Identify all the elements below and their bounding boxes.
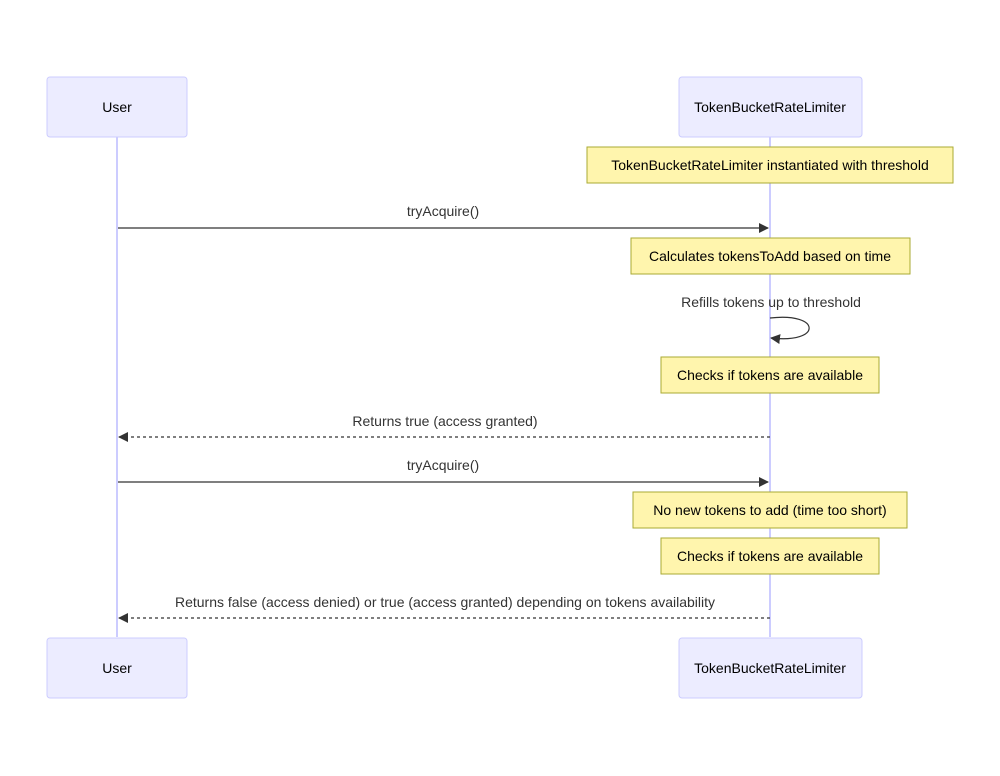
note-instantiated-text: TokenBucketRateLimiter instantiated with… bbox=[611, 157, 929, 173]
message-try-acquire-2-label: tryAcquire() bbox=[407, 457, 479, 473]
note-checks-1: Checks if tokens are available bbox=[660, 356, 880, 394]
message-try-acquire-1: tryAcquire() bbox=[118, 203, 769, 233]
note-no-new-tokens: No new tokens to add (time too short) bbox=[632, 491, 908, 529]
note-instantiated: TokenBucketRateLimiter instantiated with… bbox=[586, 146, 954, 184]
actor-user-bottom-label: User bbox=[102, 660, 132, 676]
message-refills-label: Refills tokens up to threshold bbox=[681, 294, 861, 310]
actor-limiter-bottom-label: TokenBucketRateLimiter bbox=[694, 660, 846, 676]
actor-limiter-top: TokenBucketRateLimiter bbox=[678, 76, 863, 138]
actor-user-top: User bbox=[46, 76, 188, 138]
note-checks-1-text: Checks if tokens are available bbox=[677, 367, 863, 383]
message-returns-true: Returns true (access granted) bbox=[118, 413, 770, 442]
actor-limiter-top-label: TokenBucketRateLimiter bbox=[694, 99, 846, 115]
message-returns-true-label: Returns true (access granted) bbox=[352, 413, 537, 429]
note-checks-2-text: Checks if tokens are available bbox=[677, 548, 863, 564]
actor-user-bottom: User bbox=[46, 637, 188, 699]
note-calculates-text: Calculates tokensToAdd based on time bbox=[649, 248, 891, 264]
message-returns-false-or-true-label: Returns false (access denied) or true (a… bbox=[175, 594, 715, 610]
note-checks-2: Checks if tokens are available bbox=[660, 537, 880, 575]
message-try-acquire-1-label: tryAcquire() bbox=[407, 203, 479, 219]
actor-limiter-bottom: TokenBucketRateLimiter bbox=[678, 637, 863, 699]
message-refills: Refills tokens up to threshold bbox=[681, 294, 861, 345]
message-try-acquire-2: tryAcquire() bbox=[118, 457, 769, 487]
note-calculates: Calculates tokensToAdd based on time bbox=[630, 237, 911, 275]
actor-user-top-label: User bbox=[102, 99, 132, 115]
note-no-new-tokens-text: No new tokens to add (time too short) bbox=[653, 502, 886, 518]
message-returns-false-or-true: Returns false (access denied) or true (a… bbox=[118, 594, 770, 623]
